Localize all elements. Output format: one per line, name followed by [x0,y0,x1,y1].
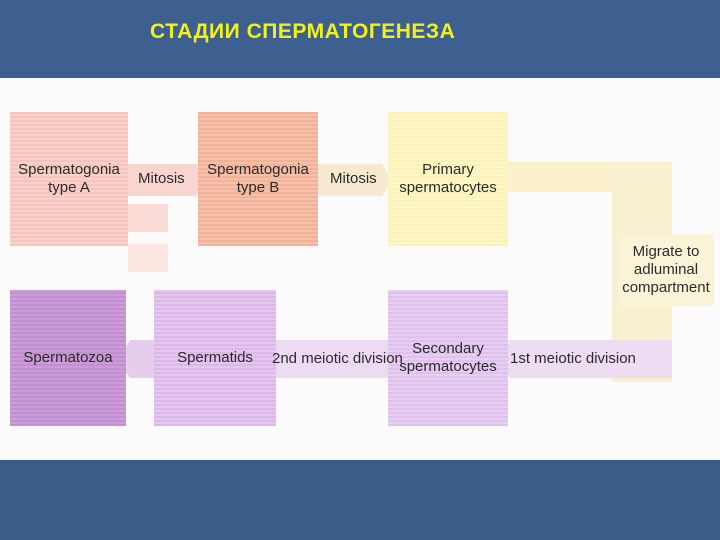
stub-left-2 [128,244,168,272]
label-migrate: Migrate to adluminal compartment [618,234,714,306]
arrow-to-spermatozoa [118,340,154,378]
label-meiosis-1: 1st meiotic division [510,350,636,367]
spermatogenesis-diagram: Spermatogonia type A Spermatogonia type … [0,78,720,460]
label-meiosis-2: 2nd meiotic division [272,350,403,367]
label-migrate-line1: Migrate to [632,243,700,260]
node-spermatids: Spermatids [154,290,276,426]
node-spermatogonia-b-line2: type B [236,179,280,196]
node-spermatogonia-type-b: Spermatogonia type B [198,112,318,246]
node-secondary-line1: Secondary [412,340,484,357]
node-spermatids-label: Spermatids [177,349,253,366]
label-migrate-line2: adluminal [633,261,699,278]
stub-left [128,204,168,232]
node-secondary-line2: spermatocytes [399,358,497,375]
label-mitosis-2: Mitosis [330,170,377,187]
node-primary-spermatocytes: Primary spermatocytes [388,112,508,246]
band-primary-to-migrate [508,162,618,192]
node-primary-line1: Primary [422,161,474,178]
slide-title: СТАДИИ СПЕРМАТОГЕНЕЗА [150,20,456,43]
slide-footer [0,460,720,540]
band-meiosis-1 [498,340,672,378]
arrow-meiosis-2 [262,340,388,378]
node-secondary-spermatocytes: Secondary spermatocytes [388,290,508,426]
slide-header: СТАДИИ СПЕРМАТОГЕНЕЗА [0,0,720,78]
label-mitosis-1: Mitosis [138,170,185,187]
node-spermatogonia-a-line2: type A [48,179,90,196]
arrow-mitosis-1 [128,164,206,196]
label-migrate-line3: compartment [622,279,710,296]
arrow-mitosis-2 [318,164,392,196]
node-spermatogonia-b-line1: Spermatogonia [207,161,309,178]
node-spermatogonia-type-a: Spermatogonia type A [10,112,128,246]
node-spermatogonia-a-line1: Spermatogonia [18,161,120,178]
node-spermatozoa-label: Spermatozoa [23,349,113,366]
node-spermatozoa: Spermatozoa [10,290,126,426]
node-primary-line2: spermatocytes [399,179,497,196]
